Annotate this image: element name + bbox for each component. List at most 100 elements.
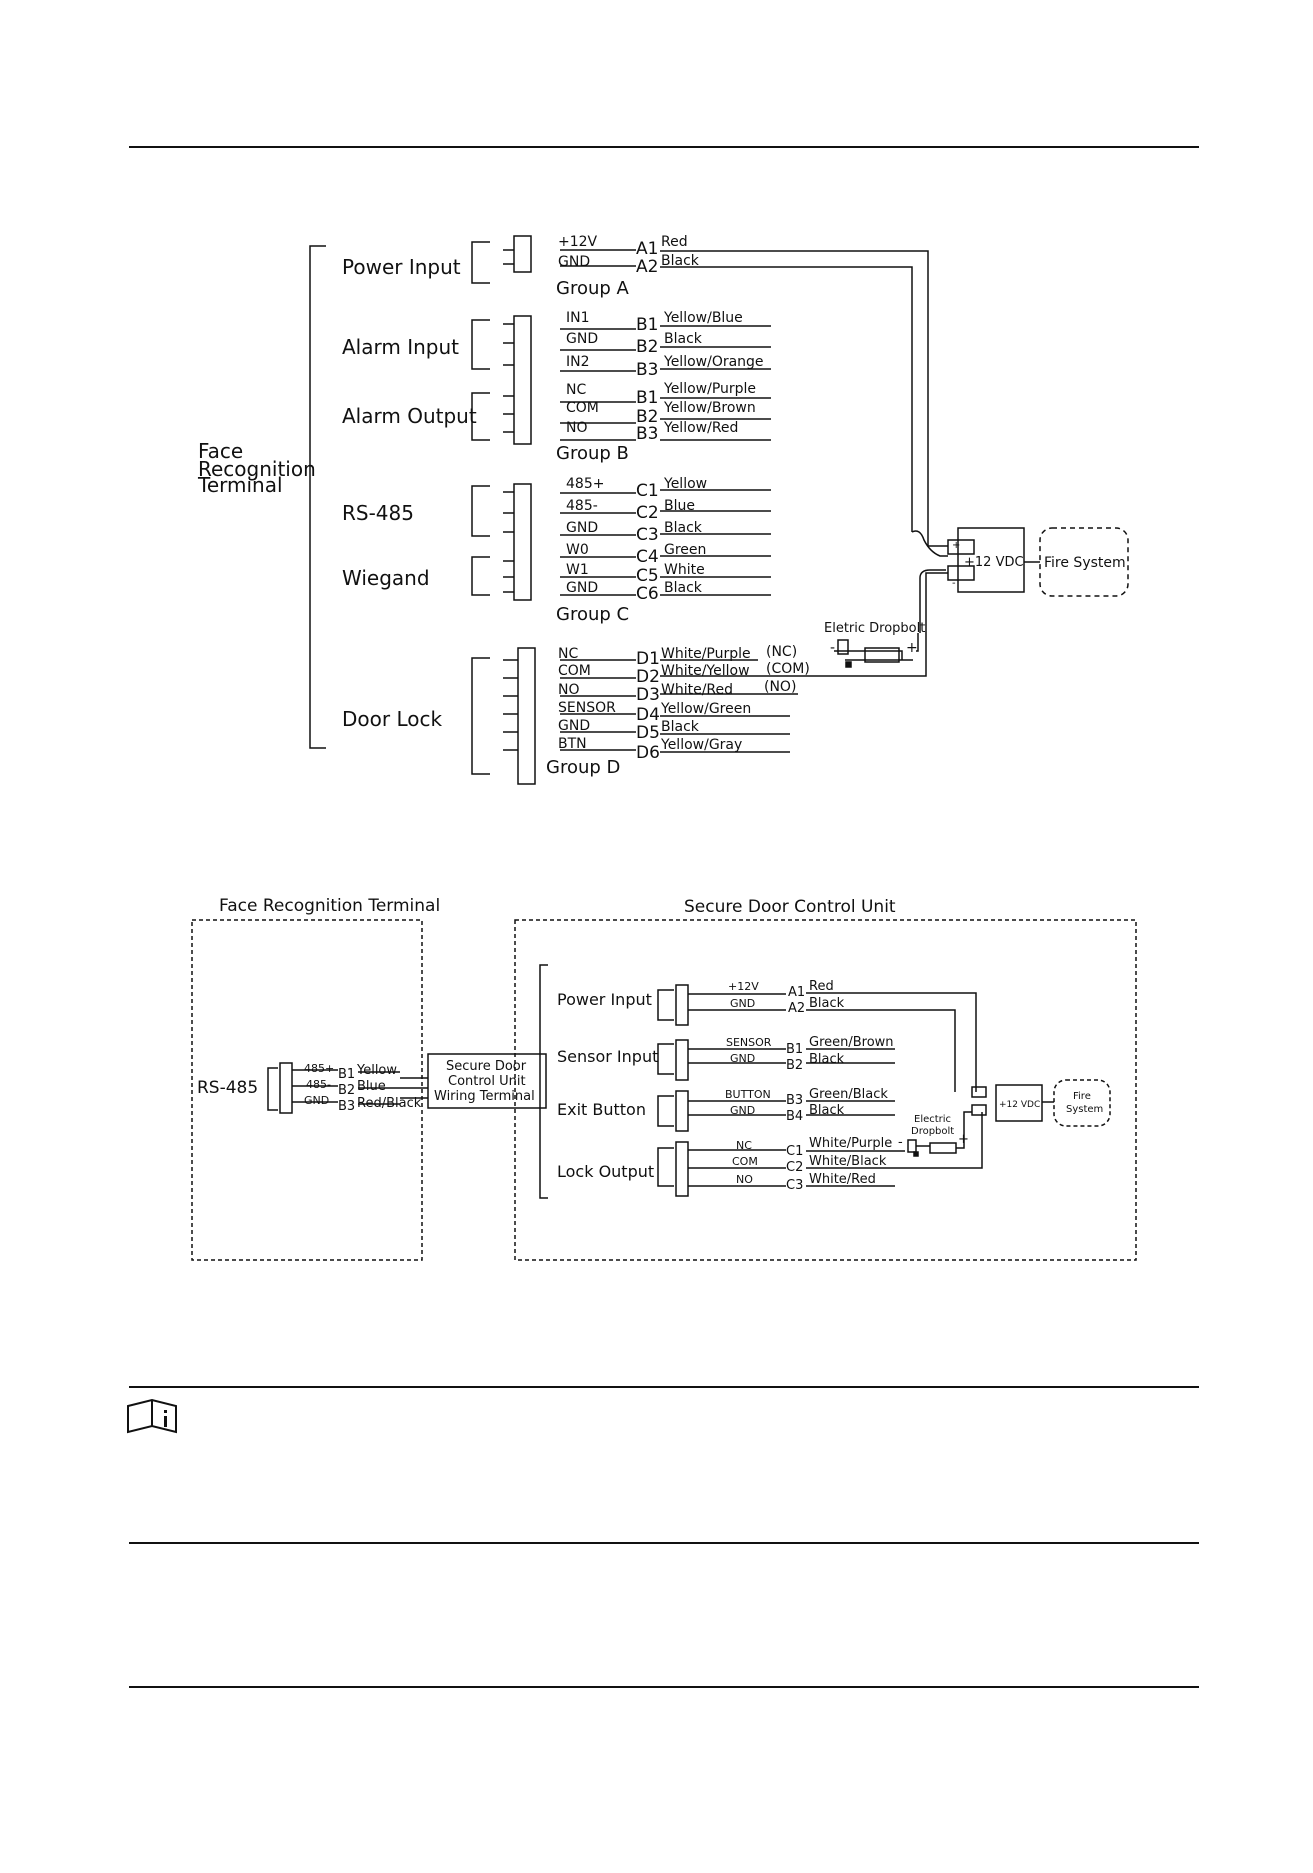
svg-text:GND: GND [566,580,598,596]
supply-minus: - [952,578,956,589]
rs485-label: RS-485 [197,1078,258,1098]
svg-text:GND: GND [730,1104,755,1117]
svg-text:+12V: +12V [728,980,759,993]
svg-text:C1: C1 [636,481,659,501]
section-title-exit-button: Exit Button [557,1100,646,1119]
svg-text:485-: 485- [566,498,598,514]
info-icon [127,1398,177,1434]
svg-text:B1: B1 [338,1067,355,1082]
svg-text:Black: Black [664,520,703,536]
svg-text:W1: W1 [566,562,589,578]
svg-text:Yellow/Orange: Yellow/Orange [663,354,764,370]
svg-text:BUTTON: BUTTON [725,1088,771,1101]
svg-text:Yellow: Yellow [663,476,707,492]
left-box-title: Face Recognition Terminal [219,896,440,916]
svg-text:COM: COM [558,663,591,679]
svg-text:White: White [664,562,705,578]
note-top-rule [129,1386,1199,1388]
svg-text:B3: B3 [636,360,658,380]
section-title-lock-output: Lock Output [557,1162,654,1181]
svg-text:Black: Black [661,719,700,735]
svg-text:GND: GND [558,254,590,270]
svg-text:Blue: Blue [664,498,695,514]
power-supply-label: +12 VDC [964,555,1024,570]
svg-text:A2: A2 [788,1001,805,1016]
svg-text:B2: B2 [786,1058,803,1073]
svg-text:Red: Red [661,234,688,250]
svg-text:NO: NO [736,1173,753,1186]
wiring-terminal-line2: Control Unit [448,1074,526,1089]
right-box-title: Secure Door Control Unit [684,897,896,917]
svg-text:D5: D5 [636,723,660,743]
svg-text:GND: GND [730,997,755,1010]
svg-text:485-: 485- [306,1078,331,1091]
svg-text:NC: NC [566,382,586,398]
device-label-line2: Recognition [198,457,316,481]
svg-text:B4: B4 [786,1109,803,1124]
device-label-line3: Terminal [197,473,283,497]
section-title-door-lock: Door Lock [342,707,442,731]
svg-text:IN2: IN2 [566,354,590,370]
svg-text:Black: Black [809,1052,845,1067]
svg-text:SENSOR: SENSOR [558,700,616,716]
diagram2-labels: Face Recognition Terminal Secure Door Co… [197,896,1103,1193]
svg-text:White/Purple: White/Purple [661,646,751,662]
svg-text:B2: B2 [636,337,658,357]
svg-text:Black: Black [664,580,703,596]
section-title-alarm-output: Alarm Output [342,404,477,428]
wiring-terminal-line1: Secure Door [446,1059,527,1074]
svg-text:(NC): (NC) [766,644,797,660]
svg-text:C5: C5 [636,566,659,586]
svg-text:B1: B1 [636,315,658,335]
dropbolt-line1: Electric [914,1114,951,1125]
svg-text:Green/Brown: Green/Brown [809,1035,894,1050]
svg-text:C3: C3 [636,525,659,545]
terminal-row: 485+ B1 Yellow 485- B2 Blue GND B3 Red/B… [304,1062,422,1114]
svg-text:Black: Black [664,331,703,347]
svg-text:C2: C2 [636,503,659,523]
svg-text:GND: GND [566,520,598,536]
fire-system-line1: Fire [1073,1091,1091,1102]
svg-text:Black: Black [809,996,845,1011]
svg-text:B2: B2 [338,1083,355,1098]
terminal-row: +12V A1 Red GND A2 Black IN1 B1 Yellow/B… [558,234,810,763]
svg-text:White/Purple: White/Purple [809,1136,892,1151]
device-label-line1: Face [198,439,243,463]
svg-text:(COM): (COM) [766,661,810,677]
svg-text:White/Red: White/Red [809,1172,876,1187]
fire-system-line2: System [1066,1104,1103,1115]
dropbolt-line2: Dropbolt [911,1126,954,1137]
section-title-sensor-input: Sensor Input [557,1047,658,1066]
svg-text:Yellow/Red: Yellow/Red [663,420,738,436]
svg-text:+12V: +12V [558,234,598,250]
svg-text:C3: C3 [786,1178,803,1193]
section-title-power-input: Power Input [342,255,461,279]
svg-text:D1: D1 [636,649,660,669]
svg-text:Red: Red [809,979,834,994]
group-label-d: Group D [546,757,620,778]
svg-text:NO: NO [566,420,588,436]
svg-text:(NO): (NO) [764,679,796,695]
svg-text:SENSOR: SENSOR [726,1036,772,1049]
svg-text:485+: 485+ [304,1062,334,1075]
svg-text:GND: GND [304,1094,329,1107]
header-rule [129,146,1199,148]
svg-text:D3: D3 [636,685,660,705]
svg-text:C4: C4 [636,547,659,567]
dropbolt-label: Eletric Dropbolt [824,621,925,636]
svg-text:Yellow/Purple: Yellow/Purple [663,381,756,397]
svg-text:W0: W0 [566,542,589,558]
svg-text:A1: A1 [636,239,658,259]
svg-text:Yellow: Yellow [356,1063,397,1078]
svg-text:GND: GND [566,331,598,347]
svg-text:White/Red: White/Red [661,682,733,698]
diagram-door-control-unit [191,919,1137,1261]
diagram1-labels: Face Recognition Terminal Power Input Al… [197,234,1126,778]
section-title-power-input: Power Input [557,990,652,1009]
supply-plus: + [952,540,960,551]
terminal-row: +12V A1 Red GND A2 Black SENSOR B1 Green… [725,979,894,1193]
svg-text:485+: 485+ [566,476,604,492]
dropbolt-plus: + [906,640,918,656]
svg-text:A2: A2 [636,257,658,277]
